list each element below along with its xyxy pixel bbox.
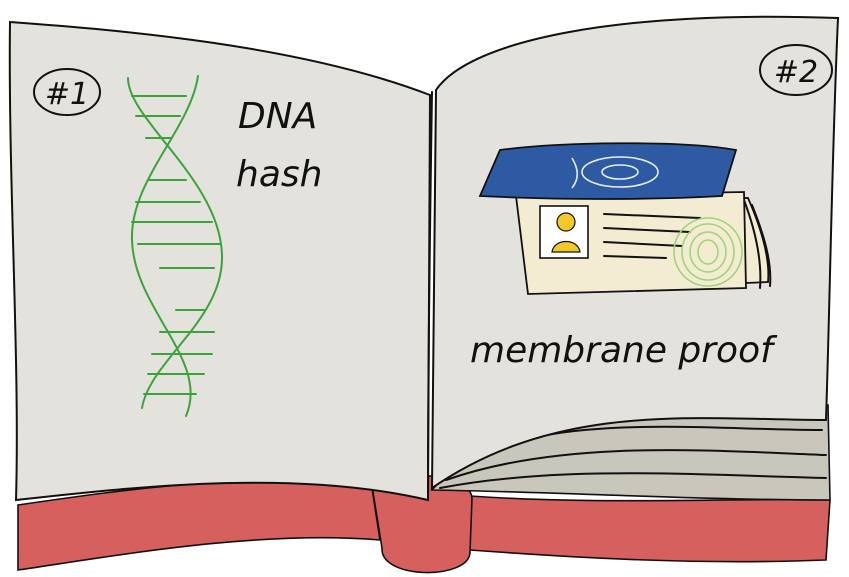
left-page	[8, 20, 432, 502]
dna-label: DNA	[238, 96, 317, 137]
membrane-proof-label: membrane proof	[470, 330, 778, 371]
book-spine	[427, 91, 433, 497]
book-cover	[17, 474, 831, 574]
hash-label: hash	[236, 154, 322, 195]
badge-2-label: #2	[774, 55, 818, 90]
badge-1: #1	[33, 68, 101, 116]
badge-1-label: #1	[45, 77, 89, 112]
dna-helix-icon	[127, 75, 224, 417]
passport-icon	[478, 142, 772, 295]
badge-2: #2	[759, 44, 833, 96]
